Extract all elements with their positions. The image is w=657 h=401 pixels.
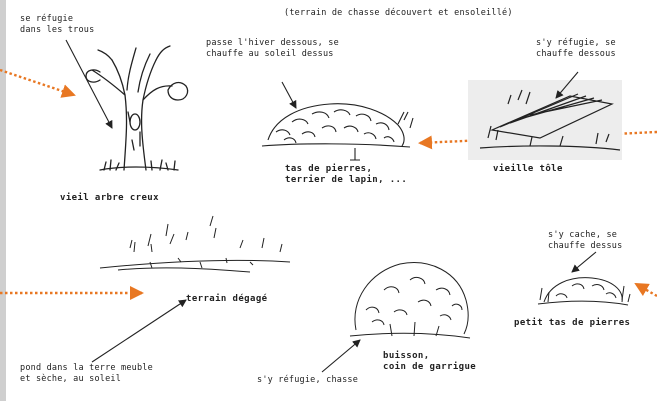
open-ground-drawing <box>100 216 290 272</box>
stone-pile-drawing <box>262 104 413 160</box>
old-metal-sheet-drawing <box>468 80 622 160</box>
small-stone-pile-drawing <box>538 278 630 305</box>
bush-drawing <box>350 263 470 338</box>
tree-arrows <box>0 40 112 128</box>
